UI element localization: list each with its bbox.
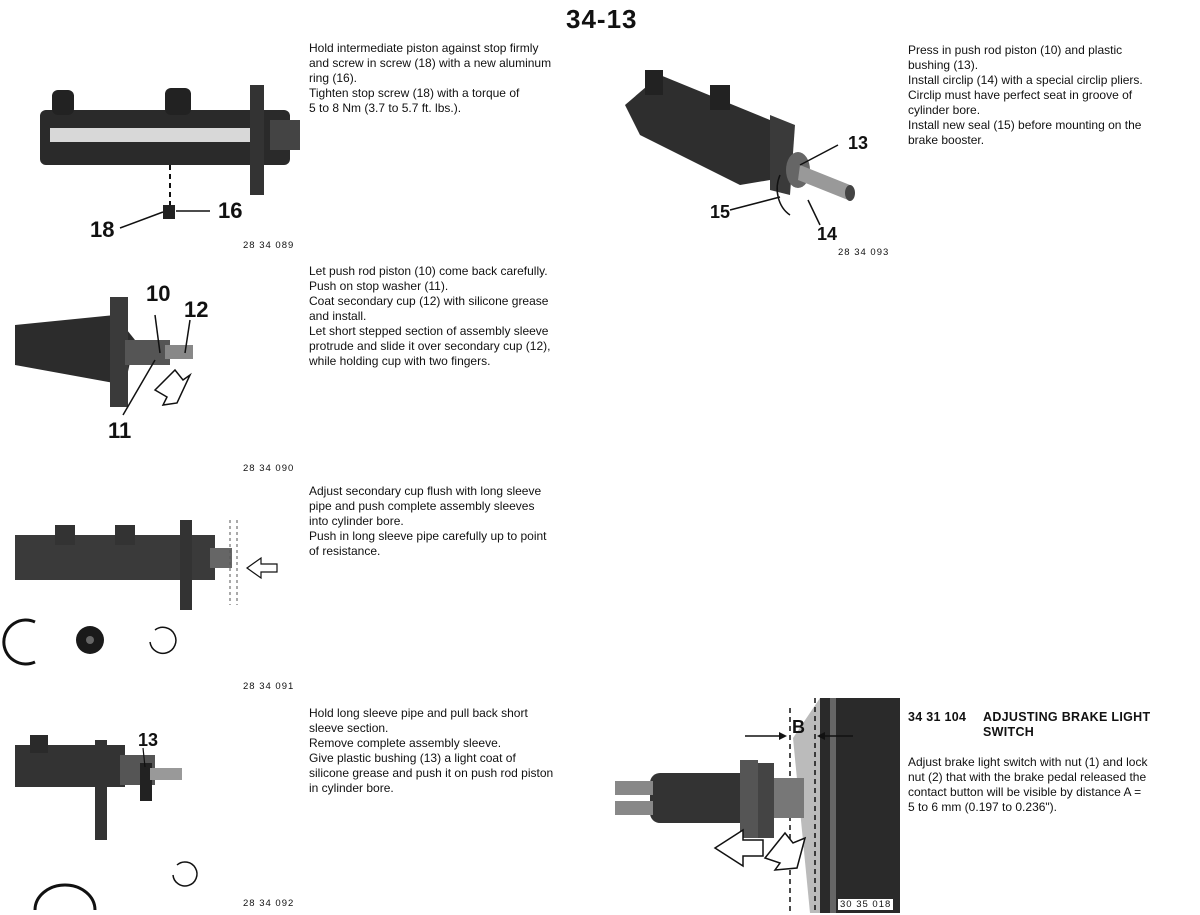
master-cylinder-illustration-4: [15, 735, 198, 911]
section-code: 34 31 104: [908, 710, 967, 724]
figure-number-3: 28 34 091: [243, 681, 295, 692]
instruction-text-3: Adjust secondary cup flush with long sle…: [309, 484, 547, 558]
callout-18: 18: [90, 217, 115, 242]
instruction-text-5: Press in push rod piston (10) and plasti…: [908, 43, 1143, 147]
callout-11: 11: [108, 418, 132, 443]
section-heading: ADJUSTING BRAKE LIGHT SWITCH: [983, 710, 1151, 739]
master-cylinder-illustration-1: [40, 85, 300, 229]
figure-number-5: 28 34 093: [838, 247, 890, 258]
figure-number-1: 28 34 089: [243, 240, 295, 251]
instruction-text-4: Hold long sleeve pipe and pull back shor…: [309, 706, 554, 795]
master-cylinder-illustration-3: [2, 520, 278, 666]
callout-13-left: 13: [138, 730, 159, 750]
callout-b: B: [792, 717, 805, 737]
instruction-text-1: Hold intermediate piston against stop fi…: [309, 41, 552, 115]
master-cylinder-illustration-2: [15, 297, 193, 416]
master-cylinder-illustration-5: [625, 70, 855, 226]
figure-number-2: 28 34 090: [243, 463, 295, 474]
page-number: 34-13: [566, 4, 638, 34]
figure-number-4: 28 34 092: [243, 898, 295, 909]
figure-number-6: 30 35 018: [838, 899, 894, 910]
callout-10: 10: [146, 281, 171, 306]
brake-light-switch-illustration: [615, 698, 900, 913]
callout-12: 12: [184, 297, 209, 322]
callout-16: 16: [218, 198, 243, 223]
callout-15: 15: [710, 202, 731, 222]
instruction-text-2: Let push rod piston (10) come back caref…: [309, 264, 551, 368]
callout-13-right: 13: [848, 133, 869, 153]
instruction-text-6: Adjust brake light switch with nut (1) a…: [908, 755, 1148, 814]
callout-14: 14: [817, 224, 838, 244]
